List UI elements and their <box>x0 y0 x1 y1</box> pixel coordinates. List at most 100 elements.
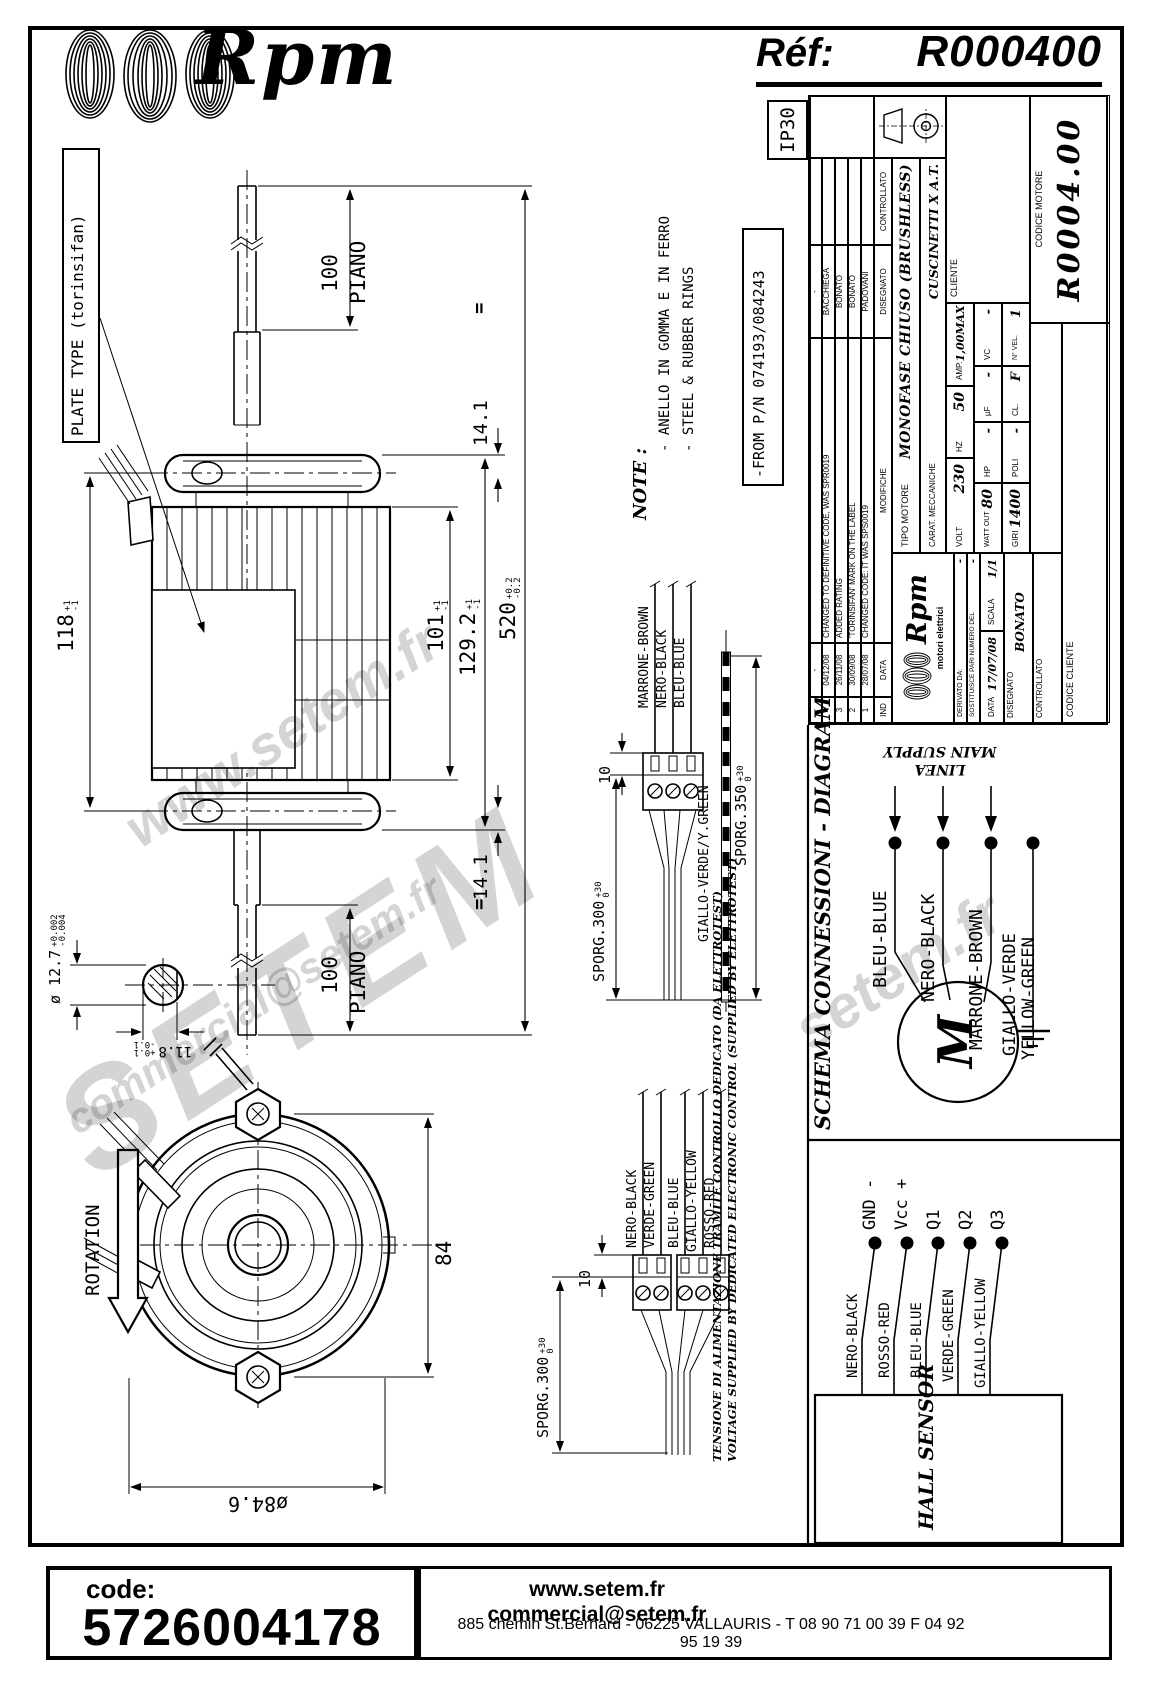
codice-motore-label: CODICE MOTORE <box>1034 170 1044 248</box>
motor-front-view <box>83 1037 438 1494</box>
cliente-cell: CLIENTE <box>946 95 1030 303</box>
rev-col-modifiche-header: MODIFICHE <box>874 338 892 643</box>
rev-row-name: PADOVANI <box>861 245 874 338</box>
ip-rating-box: IP30 <box>767 100 808 160</box>
hall-sig-wire-green: VERDE-GREEN <box>941 1289 957 1382</box>
signal-q3: Q3 <box>988 1209 1008 1230</box>
equal-mark-top: = <box>468 302 490 314</box>
vc-cell: VC - <box>974 303 1002 366</box>
rev-row-date: 26/11/08 <box>835 643 848 697</box>
empty-cell <box>1030 323 1062 553</box>
scala-label: SCALA <box>986 598 996 625</box>
rev-col-disegnato-header: DISEGNATO <box>874 245 892 338</box>
data-value: 17/07/08 <box>985 637 999 691</box>
dim-piano-bottom: PIANO <box>346 950 370 1014</box>
dim-100-bottom: 100 <box>318 956 342 994</box>
disegnato-label: DISEGNATO <box>1006 671 1015 718</box>
rev-row-desc: 'TORINSIFAN' MARK ON THE LABEL <box>848 338 861 643</box>
rotation-arrow-icon <box>107 1148 149 1335</box>
cliente-label: CLIENTE <box>949 258 959 297</box>
rev-row-date: 28/07/08 <box>861 643 874 697</box>
codice-motore-cell: CODICE MOTORE R0004.00 <box>1030 95 1110 323</box>
note-title: NOTE : <box>630 447 651 520</box>
poli-value: - <box>1008 428 1024 434</box>
code-box: code: 5726004178 <box>46 1566 418 1660</box>
signal-q2: Q2 <box>956 1209 976 1230</box>
motor-label-plate <box>151 589 296 769</box>
schematic-wire-black: NERO-BLACK <box>918 893 939 1002</box>
motor-side-view <box>70 170 532 1055</box>
dim-101: 101+1-1 <box>424 600 451 652</box>
rev-row-ind: 1 <box>861 697 874 723</box>
derivato-value: - <box>955 559 966 564</box>
schematic-wire-blue: BLEU-BLUE <box>870 890 891 988</box>
rev-row-ctrl <box>848 158 861 245</box>
plate-type-label: PLATE TYPE (torinsifan) <box>68 214 87 436</box>
footer-email: commercial@setem.fr <box>487 1603 707 1627</box>
rev-row-date: 30/09/08 <box>848 643 861 697</box>
signal-q1: Q1 <box>924 1209 944 1230</box>
hp-label: HP <box>982 465 992 477</box>
earth-label-it: GIALLO-VERDE <box>1000 933 1020 1056</box>
watt-cell: WATT OUT 80 <box>974 483 1002 553</box>
controllato-cell: CONTROLLATO <box>1033 553 1062 723</box>
signal-vcc: Vcc + <box>892 1178 912 1230</box>
rev-row-ctrl <box>861 158 874 245</box>
watt-value: 80 <box>980 489 996 509</box>
vc-value: - <box>980 309 996 315</box>
nvel-cell: N° VEL. 1 <box>1002 303 1030 366</box>
dim-dia-84-6: ø84.6 <box>227 1492 289 1516</box>
uf-cell: µF - <box>974 366 1002 422</box>
title-block: IP30 - - - 4 04/12/08 CHANGED TO DEFINIT… <box>760 95 1110 725</box>
hall-sig-wire-black: NERO-BLACK <box>845 1293 861 1378</box>
disegnato-value: BONATO <box>1013 592 1027 652</box>
sostituisce-value: - <box>968 559 979 564</box>
hall-sensor-title: HALL SENSOR <box>914 1364 938 1530</box>
reference-block: Réf: R000400 <box>756 30 1102 87</box>
hall-sig-wire-red: ROSSO-RED <box>877 1302 893 1378</box>
hall-harness-drawing <box>552 1088 730 1455</box>
ip-rating: IP30 <box>776 107 799 153</box>
carat-meccaniche-row: CARAT. MECCANICHE CUSCINETTI X A.T. <box>920 158 946 553</box>
rev-row-desc <box>810 338 822 643</box>
giri-label: GIRI <box>1010 530 1020 547</box>
rev-row-name: BONATO <box>835 245 848 338</box>
rev-row-ctrl <box>835 158 848 245</box>
empty-cell <box>810 95 874 158</box>
signal-gnd: GND - <box>860 1178 880 1230</box>
power-wire-blue-label: BLEU-BLUE <box>673 637 688 708</box>
rev-row-desc: ADDED RATING <box>835 338 848 643</box>
hz-cell: HZ 50 <box>946 386 974 458</box>
hz-label: HZ <box>954 441 964 452</box>
tipo-motore-value: MONOFASE CHIUSO (BRUSHLESS) <box>898 164 914 459</box>
dim-shaft-diameter: ø 12.7+0.002-0.004 <box>46 914 68 1004</box>
cl-value: F <box>1008 372 1024 382</box>
derivato-label: DERIVATO DA: <box>956 668 964 717</box>
uf-label: µF <box>982 406 992 417</box>
code-value: 5726004178 <box>82 1599 382 1657</box>
giri-value: 1400 <box>1008 489 1024 528</box>
amp-value: 1,00MAX <box>953 305 967 362</box>
from-pn-box <box>742 228 784 486</box>
hall-dim-10: 10 <box>576 1269 594 1288</box>
scala-cell: SCALA 1/1 <box>980 553 1004 631</box>
rev-row-date: 04/12/08 <box>822 643 835 697</box>
projection-symbol-cell <box>874 95 946 158</box>
note-line1: - ANELLO IN GOMMA E IN FERRO <box>657 215 673 452</box>
volt-value: 230 <box>952 464 968 494</box>
dim-piano-top: PIANO <box>346 240 370 304</box>
supply-note-line2: VOLTAGE SUPPLIED BY DEDICATED ELECTRONIC… <box>725 857 739 1462</box>
poli-cell: POLI - <box>1002 422 1030 483</box>
data-cell: DATA 17/07/08 <box>980 631 1004 723</box>
note-line2: - STEEL & RUBBER RINGS <box>681 266 697 452</box>
rev-row-ind: 3 <box>835 697 848 723</box>
hp-cell: HP - <box>974 422 1002 483</box>
dim-100-top: 100 <box>318 254 342 292</box>
amp-label: AMP. <box>954 361 964 380</box>
power-harness-drawing <box>606 580 762 1012</box>
rev-row-ind: - <box>810 697 822 723</box>
tipo-motore-row: TIPO MOTORE MONOFASE CHIUSO (BRUSHLESS) <box>892 158 920 553</box>
hall-wire-green-label: VERDE-GREEN <box>643 1161 658 1248</box>
